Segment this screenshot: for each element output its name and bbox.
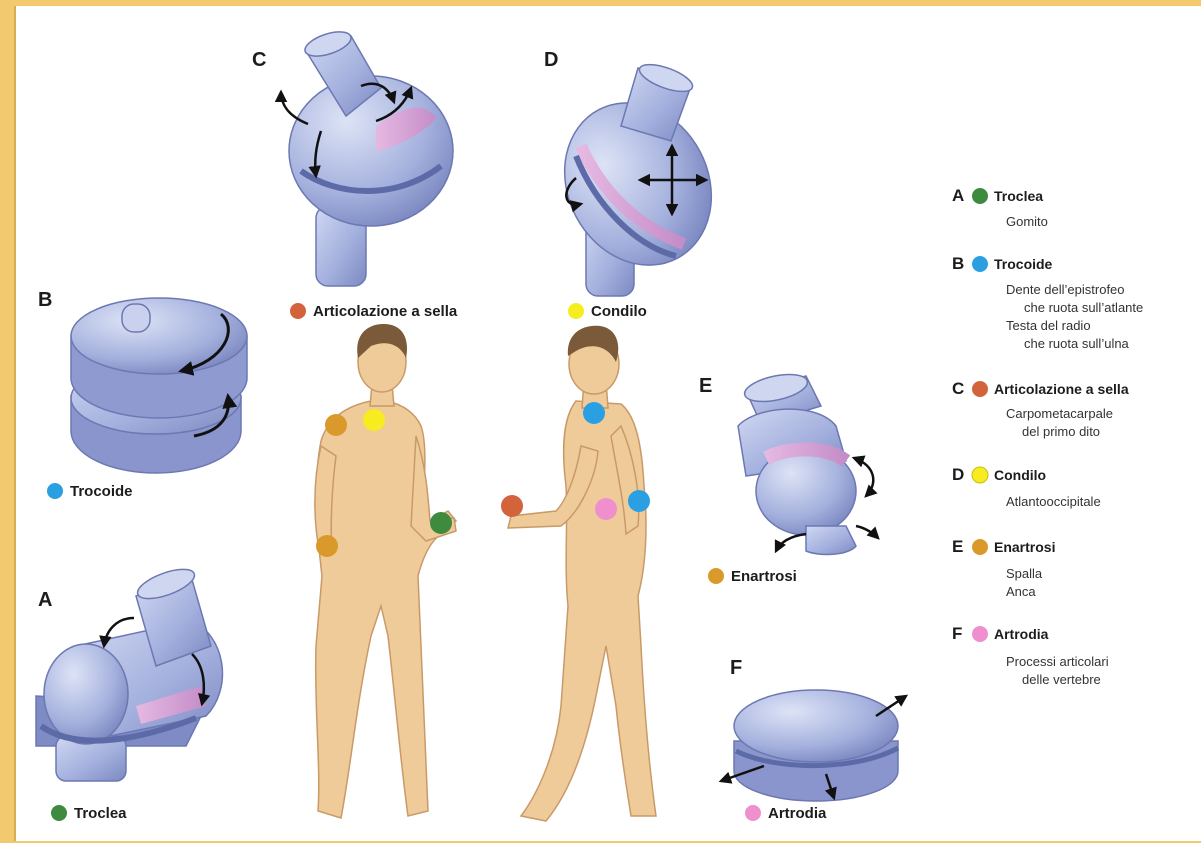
legend-e-line-2: Anca	[1006, 584, 1036, 599]
trocoide-color-dot	[47, 483, 63, 499]
panel-a-letter: A	[38, 589, 52, 611]
panel-e-ball-socket-joint: E Enartrosi	[699, 370, 878, 585]
front-neck-marker	[363, 409, 385, 431]
legend-item-c: C Articolazione a sella Carpometacarpale…	[952, 379, 1129, 439]
enartrosi-arrow-bottom	[856, 526, 878, 538]
panel-c-caption: Articolazione a sella	[313, 303, 458, 320]
legend-item-d: D Condilo Atlantooccipitale	[952, 465, 1101, 509]
front-shoulder-marker	[325, 414, 347, 436]
panel-b-letter: B	[38, 289, 52, 311]
legend-item-e: E Enartrosi Spalla Anca	[952, 537, 1055, 599]
artrodia-color-dot	[745, 805, 761, 821]
legend-b-name: Trocoide	[994, 256, 1053, 272]
side-elbow-marker	[628, 490, 650, 512]
legend-e-name: Enartrosi	[994, 539, 1055, 555]
legend-f-name: Artrodia	[994, 626, 1049, 642]
legend-e-dot	[972, 539, 988, 555]
panel-b-caption: Trocoide	[70, 483, 133, 500]
panel-c-letter: C	[252, 49, 266, 71]
panel-d-letter: D	[544, 49, 558, 71]
legend-b-line-3: Testa del radio	[1006, 318, 1091, 333]
legend-b-letter: B	[952, 254, 964, 273]
legend-f-letter: F	[952, 624, 962, 643]
front-body	[316, 401, 456, 818]
legend-a-line-1: Gomito	[1006, 214, 1048, 229]
legend-b-line-2: che ruota sull’atlante	[1024, 300, 1143, 315]
panel-c-saddle-joint: C Articolazione a sella	[252, 27, 458, 320]
joint-types-diagram: C Articolazione a sella D Condilo B	[16, 6, 1201, 841]
legend-a-name: Troclea	[994, 188, 1043, 204]
sella-color-dot	[290, 303, 306, 319]
panel-a-caption: Troclea	[74, 805, 127, 822]
legend-d-letter: D	[952, 465, 964, 484]
front-elbow-marker	[430, 512, 452, 534]
legend-e-line-1: Spalla	[1006, 566, 1043, 581]
enartrosi-lower-shaft	[806, 526, 856, 555]
legend-c-letter: C	[952, 379, 964, 398]
legend-d-name: Condilo	[994, 467, 1046, 483]
legend-b-line-1: Dente dell’epistrofeo	[1006, 282, 1125, 297]
artrodia-upper-disc	[734, 690, 898, 762]
troclea-color-dot	[51, 805, 67, 821]
legend-c-line-1: Carpometacarpale	[1006, 406, 1113, 421]
legend: A Troclea Gomito B Trocoide Dente dell’e…	[952, 186, 1143, 687]
enartrosi-color-dot	[708, 568, 724, 584]
legend-d-dot	[972, 467, 988, 483]
legend-b-line-4: che ruota sull’ulna	[1024, 336, 1130, 351]
legend-b-dot	[972, 256, 988, 272]
legend-a-letter: A	[952, 186, 964, 205]
side-neck-marker	[583, 402, 605, 424]
legend-item-b: B Trocoide Dente dell’epistrofeo che ruo…	[952, 254, 1143, 351]
pivot-upper-top	[71, 298, 247, 374]
legend-f-line-1: Processi articolari	[1006, 654, 1109, 669]
side-spine-marker	[595, 498, 617, 520]
front-human-figure	[315, 324, 456, 818]
panel-e-letter: E	[699, 375, 712, 397]
legend-d-line-1: Atlantooccipitale	[1006, 494, 1101, 509]
panel-e-caption: Enartrosi	[731, 568, 797, 585]
saddle-body	[289, 76, 453, 226]
legend-e-letter: E	[952, 537, 963, 556]
diagram-frame: C Articolazione a sella D Condilo B	[14, 6, 1201, 841]
pivot-dens	[122, 304, 150, 332]
enartrosi-arrow-left	[776, 534, 806, 551]
legend-item-a: A Troclea Gomito	[952, 186, 1048, 229]
panel-f-caption: Artrodia	[768, 805, 827, 822]
legend-c-dot	[972, 381, 988, 397]
hinge-cylinder-end	[44, 644, 128, 744]
panel-a-hinge-joint: A Troclea	[36, 563, 222, 822]
front-hip-marker	[316, 535, 338, 557]
condilo-color-dot	[568, 303, 584, 319]
legend-f-line-2: delle vertebre	[1022, 672, 1101, 687]
panel-f-letter: F	[730, 657, 742, 679]
legend-item-f: F Artrodia Processi articolari delle ver…	[952, 624, 1109, 687]
legend-a-dot	[972, 188, 988, 204]
panel-d-condyloid-joint: D Condilo	[537, 49, 739, 320]
side-human-figure	[501, 326, 656, 821]
legend-c-line-2: del primo dito	[1022, 424, 1100, 439]
panel-b-pivot-joint: B Trocoide	[38, 289, 247, 500]
legend-c-name: Articolazione a sella	[994, 381, 1129, 397]
panel-f-plane-joint: F Artrodia	[721, 657, 906, 822]
legend-f-dot	[972, 626, 988, 642]
enartrosi-arrow-right	[854, 458, 873, 496]
panel-d-caption: Condilo	[591, 303, 647, 320]
side-thumb-marker	[501, 495, 523, 517]
